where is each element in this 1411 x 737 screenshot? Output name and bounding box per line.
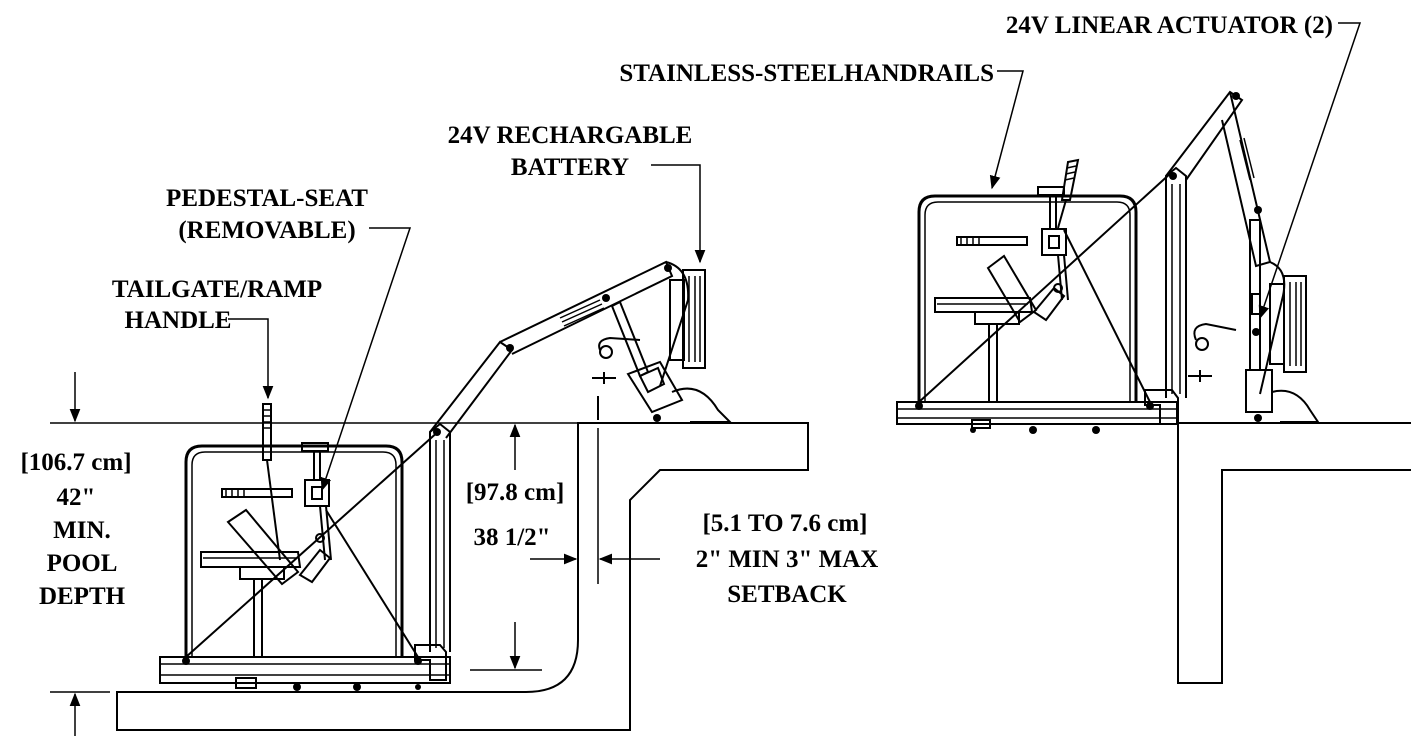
left-boom-arms (429, 260, 690, 439)
right-pool-lift-raised (896, 90, 1320, 434)
depth-metric-label: [106.7 cm] (20, 449, 131, 476)
tailgate-label-line1: TAILGATE/RAMP (112, 276, 322, 303)
setback-line2-label: SETBACK (727, 581, 847, 608)
left-pedestal-seat (200, 442, 332, 657)
depth-min-label: MIN. (53, 517, 111, 544)
right-tailgate-handle (1057, 158, 1080, 229)
left-pool-lift-lowered (159, 260, 733, 691)
right-linear-actuator (1245, 219, 1320, 423)
right-lift-platform (896, 401, 1178, 425)
left-handrail (184, 444, 404, 657)
seat-label-line1: PEDESTAL-SEAT (166, 185, 368, 212)
depth-pool-label: POOL (47, 550, 118, 577)
right-pedestal-seat (934, 186, 1069, 402)
tailgate-label-line2: HANDLE (125, 307, 232, 334)
battery-label-line1: 24V RECHARGABLE (448, 122, 693, 149)
right-boom-arms (1165, 90, 1286, 395)
depth-imperial-label: 42" (57, 484, 96, 511)
right-pool-wall-section (1177, 422, 1411, 684)
seat-label-line2: (REMOVABLE) (178, 217, 355, 244)
left-pool-wall-section (116, 422, 809, 731)
setback-metric-label: [5.1 TO 7.6 cm] (702, 510, 867, 537)
battery-label-line2: BATTERY (511, 154, 629, 181)
left-tailgate-handle (262, 403, 281, 561)
setback-line1-label: 2" MIN 3" MAX (696, 546, 879, 573)
left-lift-platform (159, 656, 451, 684)
leader-lines (228, 22, 1362, 492)
left-linear-actuator (597, 300, 733, 423)
left-battery (669, 269, 706, 369)
right-mast (1165, 166, 1187, 398)
handrails-label: STAINLESS-STEELHANDRAILS (619, 60, 994, 87)
right-battery (1269, 275, 1307, 373)
setback-dimension (530, 428, 660, 584)
left-mast (429, 422, 451, 652)
height-metric-label: [97.8 cm] (466, 479, 565, 506)
height-imperial-label: 38 1/2" (473, 524, 550, 551)
depth-word-label: DEPTH (39, 583, 126, 610)
pool-depth-dimension (50, 372, 578, 736)
seat-height-dimension (470, 423, 542, 671)
linear-actuator-label: 24V LINEAR ACTUATOR (2) (1006, 12, 1333, 39)
